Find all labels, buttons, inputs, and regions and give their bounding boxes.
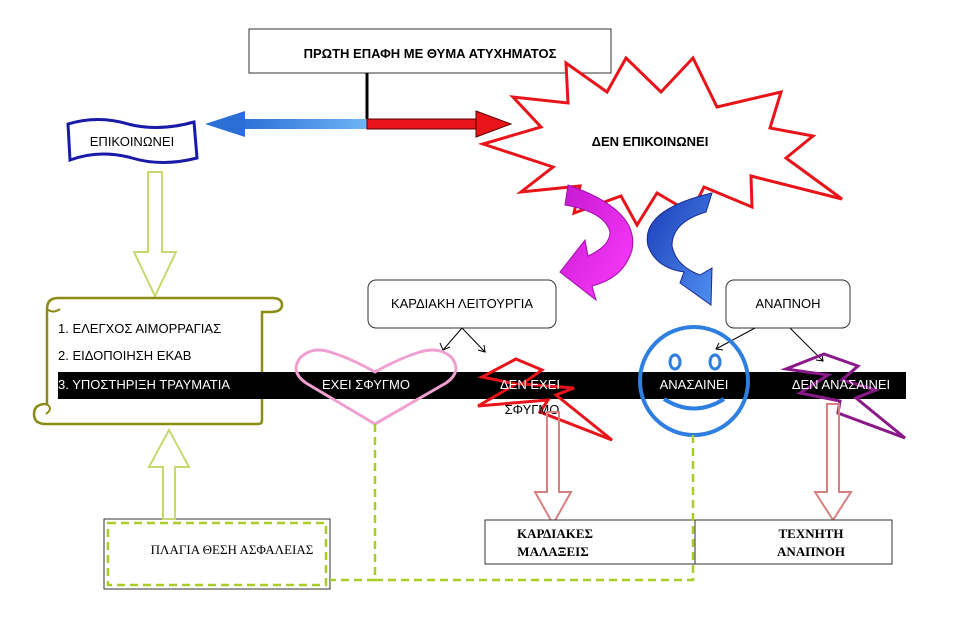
breathing-label: ΑΝΑΠΝΟΗ bbox=[755, 296, 820, 311]
cardiac-massage-line2: ΜΑΛΑΞΕΙΣ bbox=[517, 544, 588, 559]
cardiac-massage-box: ΚΑΡΔΙΑΚΕΣ ΜΑΛΑΞΕΙΣ bbox=[484, 519, 696, 565]
artificial-respiration-box: ΤΕΧΝΗΤΗ ΑΝΑΠΝΟΗ bbox=[694, 519, 893, 565]
hollow-arrow-down-no-pulse bbox=[533, 411, 573, 527]
purple-bolt-icon bbox=[780, 352, 906, 440]
title-box: ΠΡΩΤΗ ΕΠΑΦΗ ΜΕ ΘΥΜΑ ΑΤΥΧΗΜΑΤΟΣ bbox=[248, 28, 612, 74]
step-1: 1. ΕΛΕΓΧΟΣ ΑΙΜΟΡΡΑΓΙΑΣ bbox=[58, 321, 221, 336]
hollow-arrow-up-recovery bbox=[147, 427, 191, 520]
cardiac-function-label: ΚΑΡΔΙΑΚΗ ΛΕΙΤΟΥΡΓΙΑ bbox=[391, 296, 533, 311]
no-pulse-label-2: ΣΦΥΓΜΟ bbox=[505, 402, 560, 417]
cardiac-function-box: ΚΑΡΔΙΑΚΗ ΛΕΙΤΟΥΡΓΙΑ bbox=[367, 279, 557, 329]
cardiac-split-arrows bbox=[439, 327, 486, 353]
blue-arrow-left bbox=[205, 111, 367, 137]
no-pulse-label-1: ΔΕΝ ΕΧΕΙ bbox=[500, 377, 560, 392]
step-2: 2. ΕΙΔΟΠΟΙΗΣΗ ΕΚΑΒ bbox=[58, 348, 191, 363]
has-pulse-label: ΕΧΕΙ ΣΦΥΓΜΟ bbox=[322, 377, 410, 392]
communicates-banner: ΕΠΙΚΟΙΝΩΝΕΙ bbox=[66, 118, 199, 164]
hollow-arrow-down-no-breathing bbox=[813, 403, 853, 522]
recovery-position-box: ΠΛΑΓΙΑ ΘΕΣΗ ΑΣΦΑΛΕΙΑΣ bbox=[103, 518, 331, 590]
artificial-resp-line2: ΑΝΑΠΝΟΗ bbox=[777, 544, 845, 559]
breathing-box: ΑΝΑΠΝΟΗ bbox=[725, 279, 851, 329]
not-communicates-label: ΔΕΝ ΕΠΙΚΟΙΝΩΝΕΙ bbox=[592, 134, 709, 149]
dashed-connectors bbox=[330, 424, 695, 582]
steps-scroll: 1. ΕΛΕΓΧΟΣ ΑΙΜΟΡΡΑΓΙΑΣ 2. ΕΙΔΟΠΟΙΗΣΗ ΕΚΑ… bbox=[32, 296, 284, 426]
breathes-label: ΑΝΑΣΑΙΝΕΙ bbox=[660, 377, 729, 392]
cardiac-massage-line1: ΚΑΡΔΙΑΚΕΣ bbox=[517, 526, 593, 541]
red-arrow-right bbox=[366, 110, 513, 138]
not-communicates-burst: ΔΕΝ ΕΠΙΚΟΙΝΩΝΕΙ bbox=[477, 55, 843, 228]
communicates-label: ΕΠΙΚΟΙΝΩΝΕΙ bbox=[90, 134, 174, 149]
recovery-position-label: ΠΛΑΓΙΑ ΘΕΣΗ ΑΣΦΑΛΕΙΑΣ bbox=[151, 542, 314, 557]
not-breathes-label: ΔΕΝ ΑΝΑΣΑΙΝΕΙ bbox=[792, 377, 890, 392]
curved-arrow-blue bbox=[646, 192, 713, 306]
step-3: 3. ΥΠΟΣΤΗΡΙΞΗ ΤΡΑΥΜΑΤΙΑ bbox=[58, 377, 230, 392]
hollow-arrow-down-communicates bbox=[132, 171, 178, 299]
curved-arrow-magenta bbox=[559, 184, 634, 302]
heart-icon bbox=[294, 348, 458, 426]
artificial-resp-line1: ΤΕΧΝΗΤΗ bbox=[778, 526, 843, 541]
red-bolt-icon bbox=[477, 357, 613, 442]
title-text: ΠΡΩΤΗ ΕΠΑΦΗ ΜΕ ΘΥΜΑ ΑΤΥΧΗΜΑΤΟΣ bbox=[304, 46, 557, 61]
